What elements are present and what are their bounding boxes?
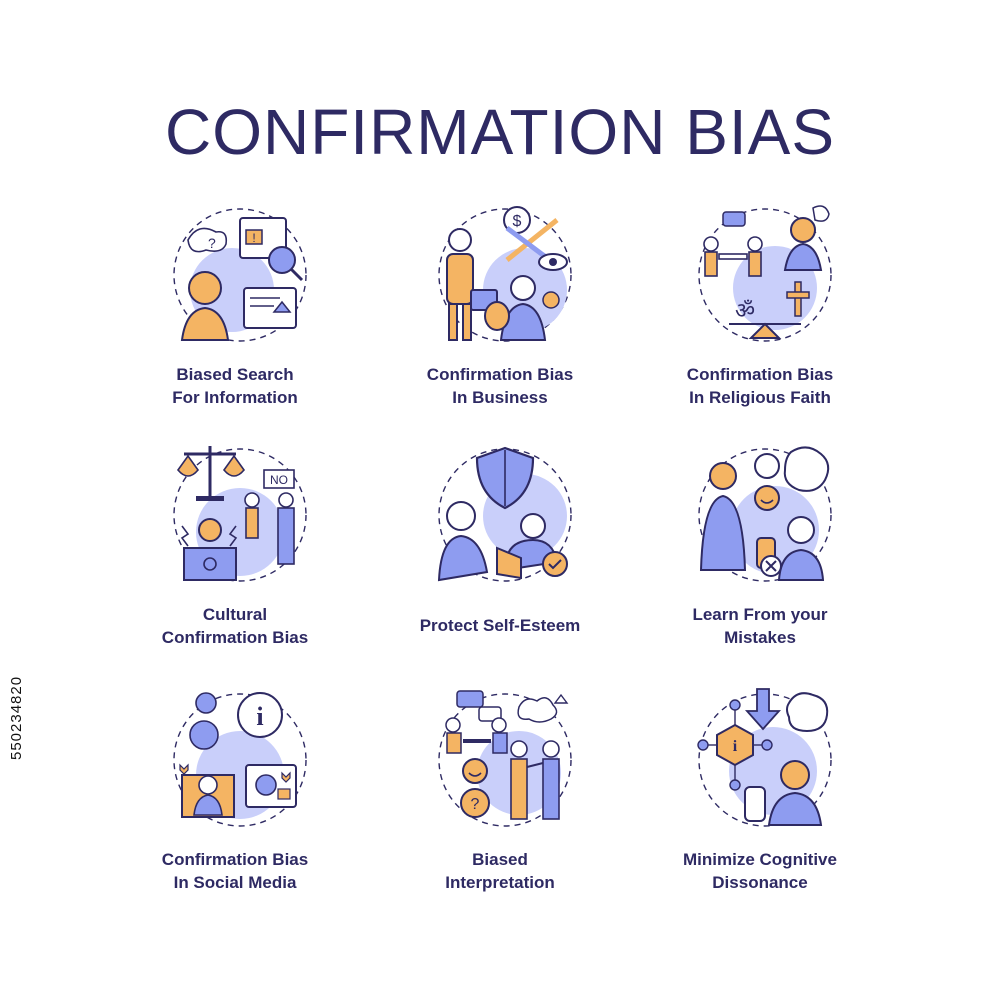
item-label: Biased Search For Information [172,365,298,407]
business-icon: $ [435,200,575,350]
grid-item-religious-faith: ॐ Confirmation Bias In Religious Faith [640,200,880,430]
grid-item-biased-search: ! ? Biased Search For Information [115,200,355,430]
page-title: CONFIRMATION BIAS [164,96,836,168]
svg-text:!: ! [252,231,255,245]
svg-text:ॐ: ॐ [735,299,755,324]
svg-text:$: $ [513,213,522,230]
grid-item-business: $ Confirmation Bias In Business [380,200,620,430]
item-label: Protect Self-Esteem [419,616,581,635]
religious-faith-icon: ॐ [695,200,835,350]
item-label: Learn From your Mistakes [692,605,828,647]
shield-self-esteem-icon [435,440,575,590]
biased-search-icon: ! ? [170,200,310,350]
item-label: Confirmation Bias In Business [426,365,574,407]
item-label: Cultural Confirmation Bias [161,605,309,647]
svg-text:NO: NO [270,473,288,487]
svg-text:i: i [256,702,263,731]
item-label: Minimize Cognitive Dissonance [683,850,837,892]
item-label: Confirmation Bias In Social Media [161,850,309,892]
svg-text:?: ? [471,796,480,813]
grid-item-social-media: i Confirmation Bias In Social Media [115,685,355,915]
item-label: Confirmation Bias In Religious Faith [686,365,834,407]
grid-item-cultural-bias: NO Cultural Confirmation Bias [115,440,355,670]
icon-grid: ! ? Biased Search For Information [0,190,1000,930]
interpretation-icon: ? [435,685,575,835]
cognitive-dissonance-icon: i [695,685,835,835]
stock-image-id: 550234820 [8,675,25,760]
svg-text:i: i [733,738,738,755]
grid-item-self-esteem: Protect Self-Esteem [380,440,620,670]
grid-item-interpretation: ? Biased Interpretation [380,685,620,915]
item-label: Biased Interpretation [445,850,555,892]
learn-mistakes-icon [695,440,835,590]
grid-item-cognitive-dissonance: i Minimize Cognitive Dissonance [640,685,880,915]
grid-item-learn-mistakes: Learn From your Mistakes [640,440,880,670]
svg-text:?: ? [208,235,216,251]
cultural-bias-icon: NO [170,440,310,590]
social-media-icon: i [170,685,310,835]
